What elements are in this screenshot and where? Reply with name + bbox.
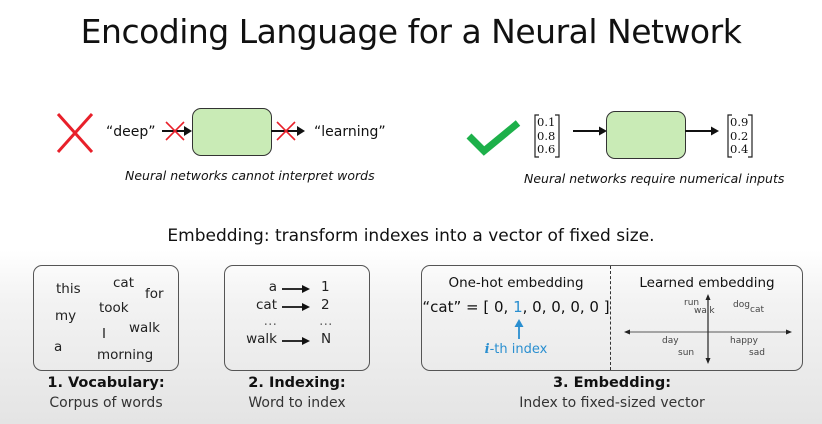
index-pointer-i: i [484, 342, 490, 357]
vocab-word: I [102, 326, 106, 342]
caption-cannot-interpret: Neural networks cannot interpret words [125, 168, 375, 183]
vocabulary-label: 1. Vocabulary: [47, 375, 165, 391]
blocked-output-arrow-icon [271, 121, 305, 141]
vocabulary-card: this cat for took my walk I a morning [33, 265, 179, 371]
input-vector-value: 0.1 [537, 115, 556, 129]
one-hot-heading: One-hot embedding [448, 275, 584, 291]
index-number: 2 [321, 297, 330, 313]
learned-word: walk [694, 306, 715, 316]
indexing-card: a 1 cat 2 … … walk N [224, 265, 370, 371]
vocabulary-sublabel: Corpus of words [49, 395, 163, 411]
embedding-axes-icon [624, 294, 792, 364]
vocab-word: for [145, 286, 164, 302]
input-vector-value: 0.8 [537, 128, 556, 143]
learned-word: happy [730, 336, 758, 346]
input-vector-value: 0.6 [537, 142, 556, 156]
one-hot-rhs: , 0, 0, 0, 0 ] [522, 298, 610, 316]
input-vector: 0.1 0.8 0.6 [534, 114, 560, 158]
vocab-word: walk [129, 320, 160, 336]
output-vector-value: 0.9 [730, 115, 749, 129]
blocked-input-arrow-icon [162, 121, 192, 141]
embedding-sublabel: Index to fixed-sized vector [519, 395, 705, 411]
map-arrow-icon [282, 337, 310, 345]
index-word: walk [246, 331, 277, 347]
index-word: a [268, 279, 277, 295]
learned-heading: Learned embedding [639, 275, 775, 291]
learned-word: sad [749, 348, 765, 358]
output-arrow-icon [685, 126, 719, 136]
page-title: Encoding Language for a Neural Network [80, 12, 742, 51]
embedding-subtitle: Embedding: transform indexes into a vect… [167, 226, 655, 246]
vocab-word: cat [113, 275, 134, 291]
output-word: “learning” [314, 124, 386, 140]
input-vector-brackets [534, 114, 560, 158]
learned-word: dog [733, 300, 750, 310]
input-arrow-icon [573, 126, 607, 136]
learned-word: cat [750, 305, 764, 315]
index-pointer-text: -th index [489, 342, 548, 357]
vocab-word: this [56, 281, 81, 297]
map-arrow-icon [282, 285, 310, 293]
cross-icon [56, 112, 94, 154]
embedding-card: One-hot embedding “cat” = [ 0, 1, 0, 0, … [421, 265, 803, 371]
indexing-sublabel: Word to index [248, 395, 346, 411]
index-number: 1 [321, 279, 330, 295]
one-hot-lhs: “cat” = [ 0, [422, 298, 514, 316]
index-pointer-label: i-th index [422, 342, 610, 357]
learned-word: run [684, 298, 700, 308]
output-vector-value: 0.2 [730, 128, 749, 143]
one-hot-hot-value: 1 [513, 298, 523, 316]
learned-word: day [662, 336, 679, 346]
output-vector-value: 0.4 [730, 142, 749, 156]
index-word: … [263, 313, 278, 329]
caption-numerical-inputs: Neural networks require numerical inputs [524, 171, 785, 186]
neural-network-box [192, 108, 272, 156]
embedding-divider [610, 266, 611, 370]
vocab-word: morning [97, 347, 154, 363]
index-word: cat [256, 297, 277, 313]
index-number: … [319, 313, 333, 329]
output-vector-brackets [727, 114, 753, 158]
vocab-word: took [99, 300, 129, 316]
map-arrow-icon [282, 303, 310, 311]
one-hot-vector: “cat” = [ 0, 1, 0, 0, 0, 0 ] [422, 298, 610, 316]
index-pointer-arrow-icon [514, 319, 524, 339]
learned-word: sun [678, 348, 695, 358]
check-icon [466, 120, 521, 156]
neural-network-box [606, 111, 686, 159]
indexing-label: 2. Indexing: [248, 375, 346, 391]
vocab-word: my [55, 308, 77, 324]
vocab-word: a [54, 339, 63, 355]
embedding-label: 3. Embedding: [552, 375, 672, 391]
output-vector: 0.9 0.2 0.4 [727, 114, 753, 158]
index-number: N [321, 331, 332, 347]
input-word: “deep” [106, 124, 156, 140]
